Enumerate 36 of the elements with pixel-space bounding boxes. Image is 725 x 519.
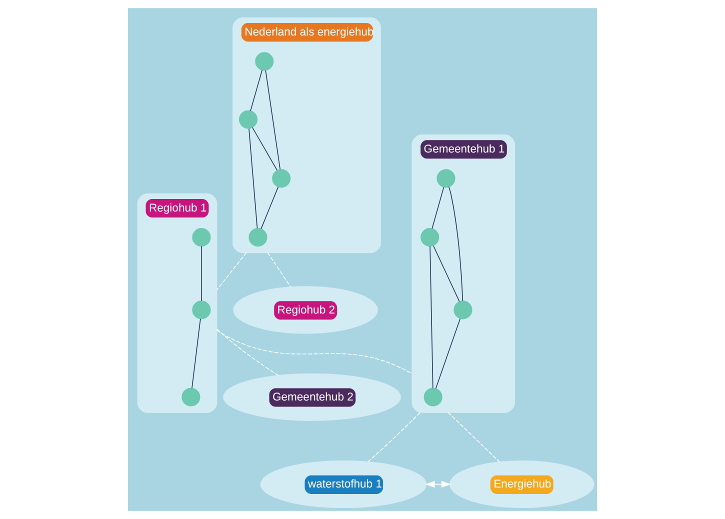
connector bbox=[433, 245, 460, 302]
connector bbox=[448, 412, 500, 462]
connector bbox=[252, 127, 278, 171]
node-ellipse: waterstofhub 1 bbox=[260, 460, 427, 508]
connector bbox=[216, 330, 412, 374]
node-circle bbox=[255, 52, 274, 71]
connector bbox=[260, 186, 279, 230]
node-ellipse: Energiehub bbox=[449, 460, 594, 508]
connector bbox=[368, 412, 420, 462]
connector bbox=[435, 318, 461, 389]
node-circle bbox=[182, 388, 200, 406]
node-circle bbox=[192, 228, 211, 247]
node-ellipse: Regiohub 2 bbox=[233, 286, 378, 334]
node-circle bbox=[272, 169, 291, 188]
connector bbox=[267, 252, 292, 288]
node-circle bbox=[248, 228, 268, 247]
cluster: Regiohub 1 bbox=[137, 193, 218, 413]
connector bbox=[430, 246, 434, 388]
node-circle bbox=[238, 110, 258, 129]
connector bbox=[432, 186, 444, 230]
connector bbox=[201, 246, 202, 302]
connector bbox=[448, 186, 464, 302]
connector bbox=[216, 252, 247, 290]
connector bbox=[250, 70, 263, 112]
connector bbox=[265, 70, 281, 170]
connector bbox=[192, 318, 201, 389]
node-circle bbox=[420, 228, 440, 247]
node-circle bbox=[436, 169, 456, 188]
node-ellipse: Gemeentehub 2 bbox=[223, 373, 401, 421]
node-circle bbox=[454, 300, 472, 320]
cluster: Gemeentehub 1 bbox=[412, 134, 515, 413]
node-circle bbox=[424, 388, 442, 406]
arrow bbox=[425, 480, 452, 488]
connector bbox=[216, 328, 279, 376]
connector bbox=[248, 128, 258, 229]
node-circle bbox=[192, 300, 211, 320]
